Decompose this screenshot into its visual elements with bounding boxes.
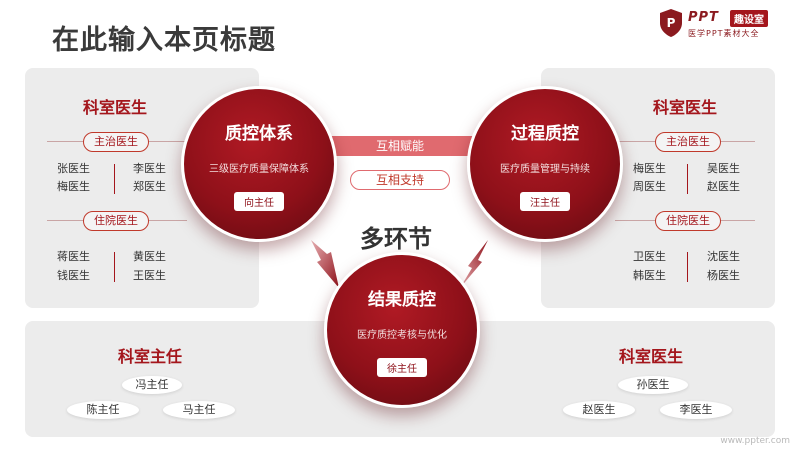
doctor-name: 韩医生	[633, 269, 666, 282]
doctor-name: 梅医生	[57, 180, 90, 193]
circle-desc: 医疗质控考核与优化	[357, 330, 447, 341]
director-oval: 冯主任	[122, 376, 182, 394]
bottom-right-title: 科室医生	[618, 347, 683, 366]
owner-button: 徐主任	[377, 358, 427, 377]
logo-subtitle: 医学PPT素材大全	[688, 29, 760, 38]
divider	[114, 164, 115, 194]
brand-logo: P PPT 趣设室 医学PPT素材大全	[658, 8, 788, 42]
svg-text:P: P	[667, 16, 676, 30]
doctor-name: 梅医生	[633, 162, 666, 175]
circle-desc: 医疗质量管理与持续	[500, 164, 590, 175]
left-attending-label: 主治医生	[83, 132, 149, 152]
divider	[687, 164, 688, 194]
quality-system-circle: 质控体系 三级医疗质量保障体系 向主任	[181, 86, 337, 242]
director-oval: 马主任	[163, 401, 235, 419]
circle-title: 结果质控	[368, 290, 436, 310]
doctor-oval: 李医生	[660, 401, 732, 419]
logo-brand: PPT	[688, 10, 719, 25]
watermark: www.ppter.com	[720, 436, 790, 446]
divider	[687, 252, 688, 282]
logo-tag: 趣设室	[730, 10, 768, 27]
result-control-circle: 结果质控 医疗质控考核与优化 徐主任	[324, 252, 480, 408]
arrow-right-icon	[460, 240, 488, 288]
doctor-name: 赵医生	[707, 180, 740, 193]
process-control-circle: 过程质控 医疗质量管理与持续 汪主任	[467, 86, 623, 242]
circle-title: 过程质控	[511, 124, 579, 144]
divider	[114, 252, 115, 282]
doctor-name: 郑医生	[133, 180, 166, 193]
shield-logo-icon: P	[660, 9, 682, 37]
doctor-name: 钱医生	[57, 269, 90, 282]
right-panel-title: 科室医生	[652, 98, 717, 117]
mutual-support-pill: 互相支持	[350, 170, 450, 190]
left-resident-label: 住院医生	[83, 211, 149, 231]
doctor-name: 王医生	[133, 269, 166, 282]
right-resident-label: 住院医生	[655, 211, 721, 231]
left-panel-title: 科室医生	[82, 98, 147, 117]
bottom-left-title: 科室主任	[117, 347, 182, 366]
doctor-name: 张医生	[57, 162, 90, 175]
arrow-left-icon	[311, 240, 339, 288]
doctor-name: 黄医生	[133, 250, 166, 263]
doctor-name: 卫医生	[633, 250, 666, 263]
right-attending-label: 主治医生	[655, 132, 721, 152]
doctor-name: 周医生	[633, 180, 666, 193]
doctor-name: 沈医生	[707, 250, 740, 263]
director-oval: 陈主任	[67, 401, 139, 419]
doctor-name: 李医生	[133, 162, 166, 175]
doctor-oval: 孙医生	[618, 376, 688, 394]
owner-button: 向主任	[234, 192, 284, 211]
circle-desc: 三级医疗质量保障体系	[209, 164, 309, 175]
doctor-name: 蒋医生	[57, 250, 90, 263]
owner-button: 汪主任	[520, 192, 570, 211]
page-title: 在此输入本页标题	[52, 25, 276, 56]
doctor-name: 杨医生	[707, 269, 740, 282]
doctor-name: 吴医生	[707, 162, 740, 175]
doctor-oval: 赵医生	[563, 401, 635, 419]
center-label: 多环节	[360, 225, 432, 253]
mutual-empower-bar: 互相赋能	[300, 136, 500, 156]
circle-title: 质控体系	[225, 124, 293, 144]
